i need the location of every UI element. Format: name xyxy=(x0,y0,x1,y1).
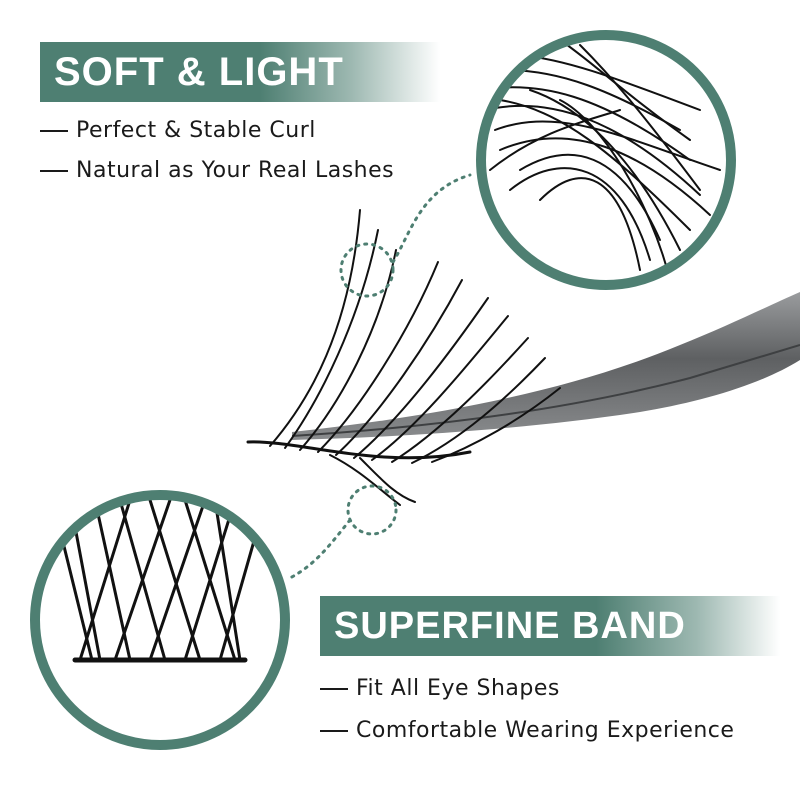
feature-text: Fit All Eye Shapes xyxy=(356,676,560,701)
feature-item: Comfortable Wearing Experience xyxy=(320,718,734,743)
banner-title: SOFT & LIGHT xyxy=(54,49,344,94)
superfine-band-banner: SUPERFINE BAND xyxy=(320,596,780,656)
feature-text: Perfect & Stable Curl xyxy=(76,118,316,143)
zoom-connector-top xyxy=(339,173,472,298)
tweezer-illustration xyxy=(291,292,800,440)
dash-icon xyxy=(320,687,348,690)
feature-item: Fit All Eye Shapes xyxy=(320,676,560,701)
feature-item: Natural as Your Real Lashes xyxy=(40,158,394,183)
feature-item: Perfect & Stable Curl xyxy=(40,118,316,143)
lash-cluster-illustration xyxy=(246,209,561,506)
soft-light-banner: SOFT & LIGHT xyxy=(40,42,440,102)
dash-icon xyxy=(320,729,348,732)
zoom-circle-lash-tips xyxy=(476,30,736,290)
zoom-connector-bottom xyxy=(288,484,398,580)
feature-text: Comfortable Wearing Experience xyxy=(356,718,735,743)
dash-icon xyxy=(40,169,68,172)
banner-title: SUPERFINE BAND xyxy=(334,604,686,647)
dash-icon xyxy=(40,129,68,132)
feature-text: Natural as Your Real Lashes xyxy=(76,158,395,183)
zoom-circle-lash-band xyxy=(30,490,290,750)
